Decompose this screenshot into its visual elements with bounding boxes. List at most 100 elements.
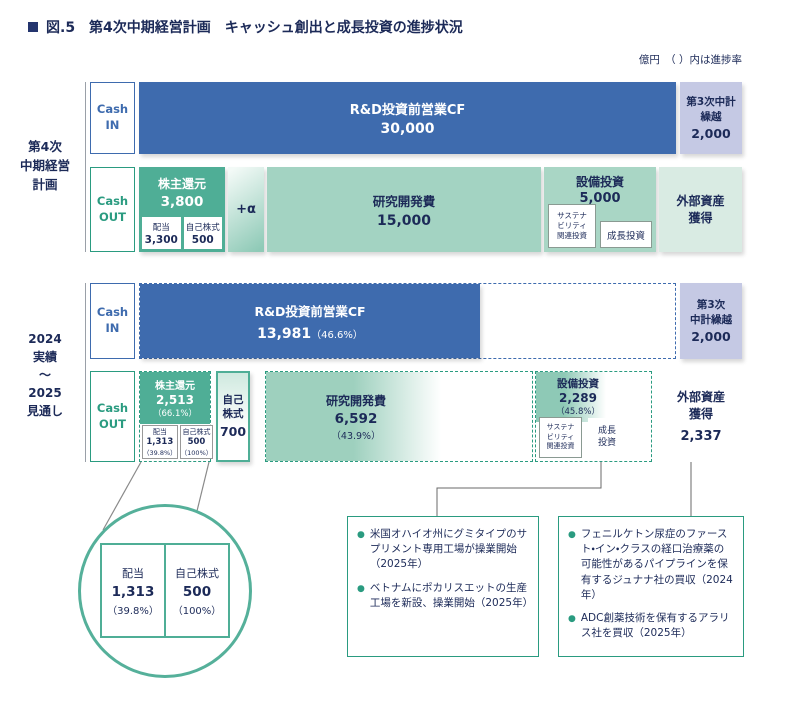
bullet-icon: ● — [568, 530, 576, 540]
plan-shareholder-value: 3,800 — [160, 194, 204, 210]
figure-title: 図.5 第4次中期経営計画 キャッシュ創出と成長投資の進捗状況 — [46, 20, 463, 36]
actual-extra-buyback-box: 自己 株式 700 — [216, 371, 250, 462]
actual-carryover-box: 第3次 中計繰越 2,000 — [680, 283, 742, 359]
plan-rd-expense-title: 研究開発費 — [372, 193, 436, 209]
callout-factory-text-2: ベトナムにポカリスエットの生産工場を新設、操業開始（2025年） — [369, 581, 534, 609]
growth-callout-connector — [436, 462, 602, 516]
magnifier-dividend-value: 1,313 — [111, 583, 155, 600]
figure-header: 図.5 第4次中期経営計画 キャッシュ創出と成長投資の進捗状況 — [28, 17, 463, 37]
plan-capex-title: 設備投資 — [575, 175, 624, 189]
actual-external-label: 外部資産 獲得 — [676, 389, 725, 421]
callout-ma-box: ● フェニルケトン尿症のファースト・イン・クラスの経口治療薬の可能性があるパイプ… — [558, 516, 744, 657]
magnifier-table: 配当 1,313 （39.8%） 自己株式 500 （100%） — [100, 543, 230, 638]
actual-dividend-value: 1,313 — [146, 437, 174, 447]
actual-rd-expense-fill — [266, 372, 441, 461]
actual-shareholder-title: 株主還元 — [155, 381, 195, 392]
plan-cash-out-label: Cash OUT — [90, 167, 135, 252]
magnifier-dividend-rate: （39.8%） — [107, 605, 159, 617]
actual-buyback-box: 自己株式 500 （100%） — [179, 425, 214, 459]
actual-shareholder-rate: （66.1%） — [152, 409, 197, 419]
plan-sustainability-box: サステナ ビリティ 関連投資 — [548, 204, 596, 248]
bullet-icon: ● — [357, 530, 365, 540]
actual-capex-rate: （45.8%） — [555, 407, 600, 417]
actual-buyback-rate: （100%） — [180, 449, 213, 457]
bullet-icon: ● — [568, 614, 576, 625]
magnifier-dividend-cell: 配当 1,313 （39.8%） — [102, 545, 166, 636]
actual-rd-expense-title: 研究開発費 — [325, 393, 386, 408]
plan-capex-box: 設備投資 5,000 サステナ ビリティ 関連投資 成長投資 — [544, 167, 656, 252]
magnifier-buyback-label: 自己株式 — [175, 566, 219, 580]
callout-ma-text-1: フェニルケトン尿症のファースト・イン・クラスの経口治療薬の可能性があるパイプライ… — [580, 528, 733, 601]
plan-buyback-label: 自己株式 — [185, 222, 220, 233]
plan-carryover-label: 第3次中計 繰越 — [686, 96, 736, 123]
magnifier-buyback-rate: （100%） — [172, 605, 222, 617]
plan-alpha-box: +α — [228, 167, 264, 252]
plan-carryover-box: 第3次中計 繰越 2,000 — [680, 82, 742, 154]
plan-rdcf-title: R&D投資前営業CF — [349, 103, 466, 118]
plan-rdcf-bar: R&D投資前営業CF 30,000 — [139, 82, 676, 154]
actual-shareholder-breakdown: 配当 1,313 （39.8%） 自己株式 500 （100%） — [142, 425, 214, 459]
actual-extra-buyback-label: 自己 株式 — [222, 394, 244, 420]
plan-rd-expense-value: 15,000 — [376, 212, 432, 229]
plan-dividend-value: 3,300 — [144, 233, 178, 246]
plan-capex-value: 5,000 — [579, 191, 621, 206]
actual-growth-box: 成長 投資 — [588, 418, 626, 456]
actual-dividend-rate: （39.8%） — [143, 449, 177, 457]
actual-side-label: 2024 実績 ～ 2025 見通し — [26, 332, 63, 418]
funnel-line-left — [102, 461, 142, 531]
plan-buyback-box: 自己株式 500 — [183, 217, 222, 249]
actual-capex-value: 2,289 — [559, 391, 597, 405]
callout-item: ● ADC創薬技術を保有するアラリス社を買収（2025年） — [568, 611, 734, 641]
actual-buyback-value: 500 — [187, 437, 206, 447]
callout-factory-box: ● 米国オハイオ州にグミタイプのサプリメント専用工場が操業開始（2025年） ●… — [347, 516, 539, 657]
actual-rdcf-title: R&D投資前営業CF — [254, 303, 366, 319]
actual-rd-expense-text: 研究開発費 6,592 （43.9%） — [281, 372, 431, 461]
plan-rd-expense-box: 研究開発費 15,000 — [267, 167, 541, 252]
actual-shareholder-value: 2,513 — [156, 393, 194, 407]
plan-shareholder-box: 株主還元 3,800 配当 3,300 自己株式 500 — [139, 167, 225, 252]
plan-rdcf-value: 30,000 — [380, 121, 435, 137]
plan-dividend-box: 配当 3,300 — [142, 217, 181, 249]
callout-item: ● フェニルケトン尿症のファースト・イン・クラスの経口治療薬の可能性があるパイプ… — [568, 527, 734, 603]
actual-rdcf-rate: （46.6%） — [311, 329, 363, 341]
plan-side-label: 第4次 中期経営 計画 — [19, 139, 70, 192]
actual-sustainability-box: サステナ ビリティ 関連投資 — [539, 417, 582, 458]
title-marker-icon — [28, 22, 38, 32]
actual-rdcf-target-outline: R&D投資前営業CF 13,981（46.6%） — [139, 283, 676, 359]
actual-rd-expense-outline: 研究開発費 6,592 （43.9%） — [265, 371, 533, 462]
actual-buyback-label: 自己株式 — [182, 428, 211, 436]
plan-external-box: 外部資産 獲得 — [659, 167, 742, 252]
magnifier-buyback-cell: 自己株式 500 （100%） — [166, 545, 228, 636]
actual-rdcf-value-line: 13,981（46.6%） — [257, 323, 363, 342]
actual-extra-buyback-value: 700 — [219, 423, 247, 439]
actual-capex-text: 設備投資 2,289 （45.8%） — [538, 376, 618, 417]
plan-shareholder-breakdown: 配当 3,300 自己株式 500 — [142, 217, 222, 249]
actual-cash-out-label: Cash OUT — [90, 371, 135, 462]
actual-external-value: 2,337 — [680, 429, 722, 445]
actual-rdcf-bar: R&D投資前営業CF 13,981（46.6%） — [140, 284, 480, 358]
plan-carryover-value: 2,000 — [691, 125, 731, 141]
actual-external-box: 外部資産 獲得 2,337 — [660, 371, 742, 462]
callout-item: ● ベトナムにポカリスエットの生産工場を新設、操業開始（2025年） — [357, 581, 534, 611]
unit-note: 億円 （ ）内は進捗率 — [638, 54, 742, 66]
plan-capex-head: 設備投資 5,000 — [544, 167, 656, 206]
actual-capex-title: 設備投資 — [557, 378, 599, 390]
actual-capex-outline: 設備投資 2,289 （45.8%） サステナ ビリティ 関連投資 成長 投資 — [535, 371, 652, 462]
funnel-line-right — [196, 461, 210, 512]
actual-shareholder-outline: 株主還元 2,513 （66.1%） 配当 1,313 （39.8%） 自己株式… — [139, 371, 214, 462]
magnifier-dividend-label: 配当 — [122, 566, 144, 580]
actual-rd-expense-value: 6,592 — [334, 410, 378, 427]
callout-ma-text-2: ADC創薬技術を保有するアラリス社を買収（2025年） — [580, 612, 730, 640]
plan-shareholder-title: 株主還元 — [157, 177, 206, 191]
actual-rd-expense-rate: （43.9%） — [331, 430, 381, 442]
actual-carryover-value: 2,000 — [691, 328, 731, 344]
bullet-icon: ● — [357, 583, 365, 594]
callout-factory-text-1: 米国オハイオ州にグミタイプのサプリメント専用工場が操業開始（2025年） — [369, 528, 528, 571]
magnifier-buyback-value: 500 — [182, 583, 212, 600]
callout-item: ● 米国オハイオ州にグミタイプのサプリメント専用工場が操業開始（2025年） — [357, 527, 529, 573]
actual-dividend-label: 配当 — [152, 428, 167, 436]
actual-cash-in-label: Cash IN — [90, 283, 135, 359]
actual-rdcf-value: 13,981 — [257, 325, 312, 342]
